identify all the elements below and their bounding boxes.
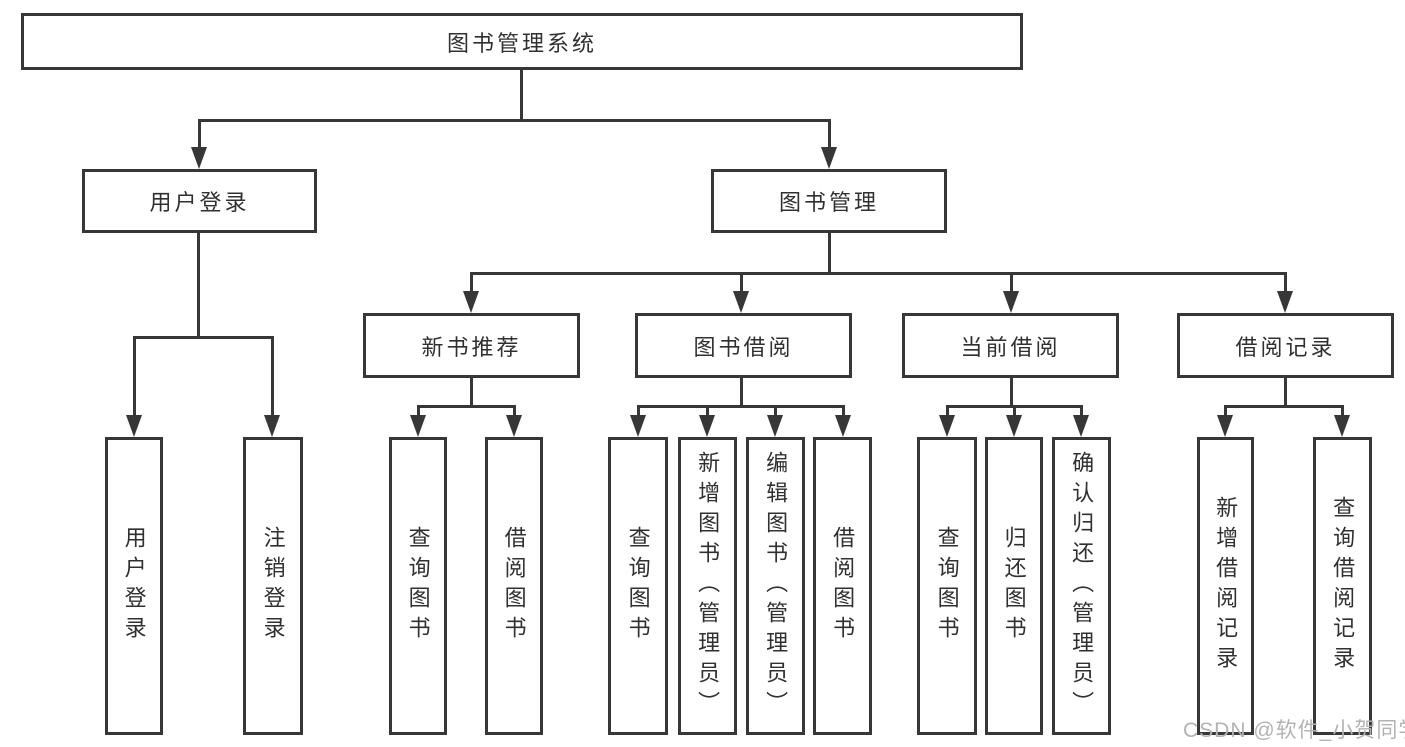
node-new-book-recommendation-label: 新书推荐: [421, 334, 522, 360]
edge-book-borrow-trunk-line: [740, 377, 743, 407]
arrow-down-icon: [821, 147, 837, 169]
leaf-borrow-books-label: 借阅图书: [830, 526, 856, 646]
leaf-query-borrow-record-label: 查询借阅记录: [1330, 496, 1356, 676]
edge-new-book-recommend-branch-line: [417, 405, 516, 408]
connector-stub-line: [706, 405, 709, 416]
node-book-management: 图书管理: [711, 169, 947, 233]
leaf-edit-books-admin-label: 编辑图书（管理员）: [763, 451, 789, 721]
edge-book-management-trunk-line: [828, 233, 831, 274]
leaf-borrow-books-recommend-label: 借阅图书: [501, 526, 527, 646]
leaf-query-borrow-record: 查询借阅记录: [1313, 437, 1372, 735]
connector-stub-line: [1013, 405, 1016, 416]
edge-user-login-trunk-line: [197, 232, 200, 338]
arrow-down-icon: [1006, 415, 1022, 437]
leaf-user-login-label: 用户登录: [121, 526, 147, 646]
node-library-management-system: 图书管理系统: [21, 13, 1023, 70]
connector-stub-line: [842, 405, 845, 416]
arrow-down-icon: [410, 415, 426, 437]
node-book-management-label: 图书管理: [778, 190, 879, 215]
edge-book-management-branch-line: [470, 272, 1287, 275]
node-new-book-recommendation: 新书推荐: [363, 313, 580, 378]
node-user-login-label: 用户登录: [149, 190, 250, 215]
arrow-down-icon: [733, 291, 749, 313]
connector-stub-line: [637, 405, 640, 416]
edge-root-to-book-management-line: [828, 119, 831, 149]
arrow-down-icon: [835, 415, 851, 437]
leaf-user-login: 用户登录: [105, 437, 163, 735]
node-book-borrowing-label: 图书借阅: [693, 334, 794, 360]
edge-to-current-borrow-line: [1010, 272, 1013, 292]
edge-root-branch-line: [198, 119, 830, 122]
node-user-login: 用户登录: [82, 169, 317, 233]
arrow-down-icon: [767, 415, 783, 437]
connector-stub-line: [774, 405, 777, 416]
node-library-management-system-label: 图书管理系统: [446, 30, 597, 56]
arrow-down-icon: [939, 415, 955, 437]
edge-root-trunk-line: [520, 70, 523, 120]
leaf-query-books-borrow: 查询图书: [608, 437, 668, 735]
node-borrowing-records-label: 借阅记录: [1235, 334, 1336, 360]
leaf-confirm-return-admin: 确认归还（管理员）: [1052, 437, 1111, 735]
leaf-add-borrow-record: 新增借阅记录: [1197, 437, 1254, 735]
leaf-query-books-current: 查询图书: [917, 437, 977, 735]
edge-current-borrow-trunk-line: [1010, 378, 1013, 407]
node-book-borrowing: 图书借阅: [635, 313, 852, 378]
connector-stub-line: [1341, 405, 1344, 416]
leaf-logout-label: 注销登录: [260, 526, 286, 646]
leaf-query-books-borrow-label: 查询图书: [625, 526, 651, 646]
connector-stub-line: [1080, 405, 1083, 416]
arrow-down-icon: [191, 147, 207, 169]
connector-stub-line: [1224, 405, 1227, 416]
leaf-query-books-current-label: 查询图书: [934, 526, 960, 646]
edge-to-borrow-records-line: [1284, 272, 1287, 292]
leaf-add-books-admin: 新增图书（管理员）: [678, 437, 737, 735]
arrow-down-icon: [699, 415, 715, 437]
node-current-borrowing-label: 当前借阅: [960, 334, 1061, 360]
edge-to-leaf-logout-line: [271, 336, 274, 416]
edge-root-to-user-login-line: [198, 119, 201, 149]
leaf-edit-books-admin: 编辑图书（管理员）: [746, 437, 805, 735]
leaf-return-books-label: 归还图书: [1001, 526, 1027, 646]
leaf-query-books-recommend-label: 查询图书: [405, 526, 431, 646]
arrow-down-icon: [126, 415, 142, 437]
edge-borrow-records-trunk-line: [1284, 378, 1287, 407]
arrow-down-icon: [630, 415, 646, 437]
leaf-add-borrow-record-label: 新增借阅记录: [1213, 496, 1239, 676]
arrow-down-icon: [1277, 291, 1293, 313]
leaf-query-books-recommend: 查询图书: [389, 437, 447, 735]
edge-to-book-borrow-line: [740, 272, 743, 292]
leaf-add-books-admin-label: 新增图书（管理员）: [695, 451, 721, 721]
edge-to-new-book-recommend-line: [470, 272, 473, 292]
leaf-borrow-books: 借阅图书: [813, 437, 872, 735]
node-current-borrowing: 当前借阅: [902, 313, 1119, 378]
edge-user-login-branch-line: [133, 336, 274, 339]
leaf-logout: 注销登录: [243, 437, 303, 735]
arrow-down-icon: [1003, 291, 1019, 313]
leaf-return-books: 归还图书: [985, 437, 1043, 735]
edge-borrow-records-branch-line: [1224, 405, 1344, 408]
watermark: CSDN @软件_小贺同学: [1183, 719, 1405, 742]
arrow-down-icon: [506, 415, 522, 437]
arrow-down-icon: [1217, 415, 1233, 437]
arrow-down-icon: [1334, 415, 1350, 437]
edge-new-book-recommend-trunk-line: [470, 377, 473, 407]
connector-stub-line: [946, 405, 949, 416]
arrow-down-icon: [264, 415, 280, 437]
arrow-down-icon: [463, 291, 479, 313]
leaf-confirm-return-admin-label: 确认归还（管理员）: [1069, 451, 1095, 721]
connector-stub-line: [513, 405, 516, 416]
connector-stub-line: [417, 405, 420, 416]
arrow-down-icon: [1073, 415, 1089, 437]
node-borrowing-records: 借阅记录: [1177, 313, 1394, 378]
edge-book-borrow-branch-line: [637, 405, 845, 408]
edge-to-leaf-login-line: [133, 336, 136, 416]
leaf-borrow-books-recommend: 借阅图书: [485, 437, 543, 735]
